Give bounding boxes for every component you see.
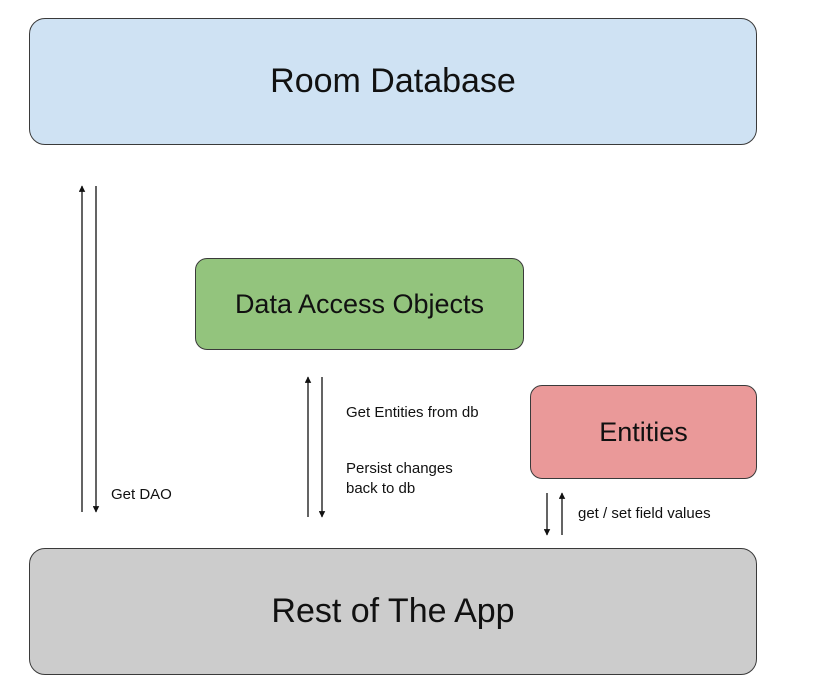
field-values-label: get / set field values [578,505,711,522]
rest-of-app-label: Rest of The App [271,592,515,630]
data-access-objects-box: Data Access Objects [195,258,524,350]
entities-box: Entities [530,385,757,479]
room-database-label: Room Database [270,62,516,100]
room-database-box: Room Database [29,18,757,145]
get-entities-label: Get Entities from db [346,404,479,421]
persist-changes-label: Persist changes back to db [346,460,453,497]
rest-of-app-box: Rest of The App [29,548,757,675]
entities-label: Entities [599,416,688,447]
get-dao-label: Get DAO [111,486,172,503]
data-access-objects-label: Data Access Objects [234,288,485,319]
